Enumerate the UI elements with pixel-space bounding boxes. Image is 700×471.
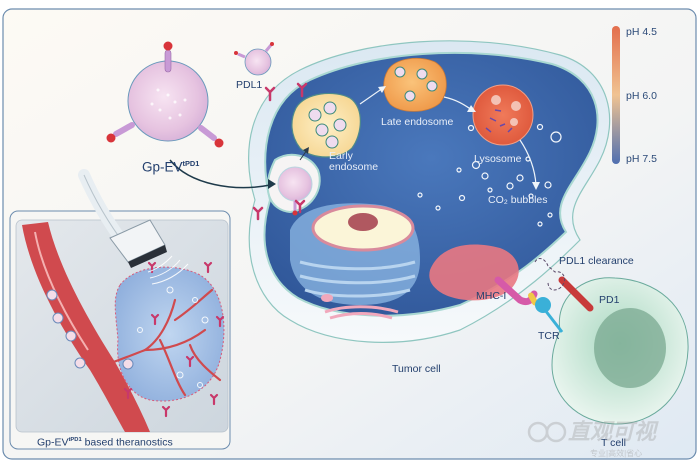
early-endosome-label-line1: Early xyxy=(329,150,353,162)
inset-caption: Gp-EVtPD1 based theranostics xyxy=(37,436,173,449)
lysosome xyxy=(472,84,534,146)
t-cell-nucleus xyxy=(594,308,666,388)
late-endosome xyxy=(383,57,447,112)
arrow-early-to-late xyxy=(359,87,384,105)
gp-ev-large xyxy=(106,41,224,148)
watermark xyxy=(527,421,567,443)
mitochondria xyxy=(429,244,519,301)
watermark-subtext: 专业|高效|省心 xyxy=(590,449,643,458)
co2-bubbles-label: CO₂ bubbles xyxy=(488,194,548,206)
arrow-lysosome-to-bubbles xyxy=(519,139,537,186)
late-endosome-label: Late endosome xyxy=(381,116,454,128)
pd1-label: PD1 xyxy=(599,294,620,306)
golgi xyxy=(324,305,399,314)
t-cell-label: T cell xyxy=(601,437,626,449)
ev-in-pocket xyxy=(277,166,313,216)
pdl1-receptors xyxy=(252,82,308,221)
immune-synapse xyxy=(494,258,594,333)
t-cell xyxy=(551,277,689,425)
nucleolus xyxy=(348,213,378,231)
co2-bubbles xyxy=(417,123,562,227)
inset-panel xyxy=(9,210,231,450)
nucleus-er-region xyxy=(290,203,420,320)
pdl1-clearance-outline xyxy=(534,258,566,291)
tcr-label: TCR xyxy=(538,330,560,342)
pdl1-clearance-label: PDL1 clearance xyxy=(559,255,634,267)
tcr xyxy=(535,297,551,313)
ph-scale-bar xyxy=(612,26,620,164)
pdl1-ev-small xyxy=(234,42,274,76)
lysosome-label: Lysosome xyxy=(474,153,522,165)
pdl1-label: PDL1 xyxy=(236,79,263,91)
ph-label-top: pH 4.5 xyxy=(626,26,657,38)
ph-label-middle: pH 6.0 xyxy=(626,90,657,102)
arrow-ev-to-cell xyxy=(169,159,271,189)
gp-ev-label: Gp-EVtPD1 xyxy=(142,159,200,175)
blood-vessel xyxy=(22,222,150,432)
watermark-text: 直观可视 xyxy=(568,419,657,444)
pd1-receptor xyxy=(558,276,594,312)
early-endosome-label-line2: endosome xyxy=(329,161,379,173)
tumor-cell-label: Tumor cell xyxy=(392,363,441,375)
ligand-tip xyxy=(163,41,173,51)
tumor-mass xyxy=(114,266,225,402)
mhc-i-label: MHC-I xyxy=(476,290,507,302)
ph-label-bottom: pH 7.5 xyxy=(626,153,657,165)
early-endosome xyxy=(291,92,361,158)
ultrasound-probe xyxy=(78,169,189,285)
